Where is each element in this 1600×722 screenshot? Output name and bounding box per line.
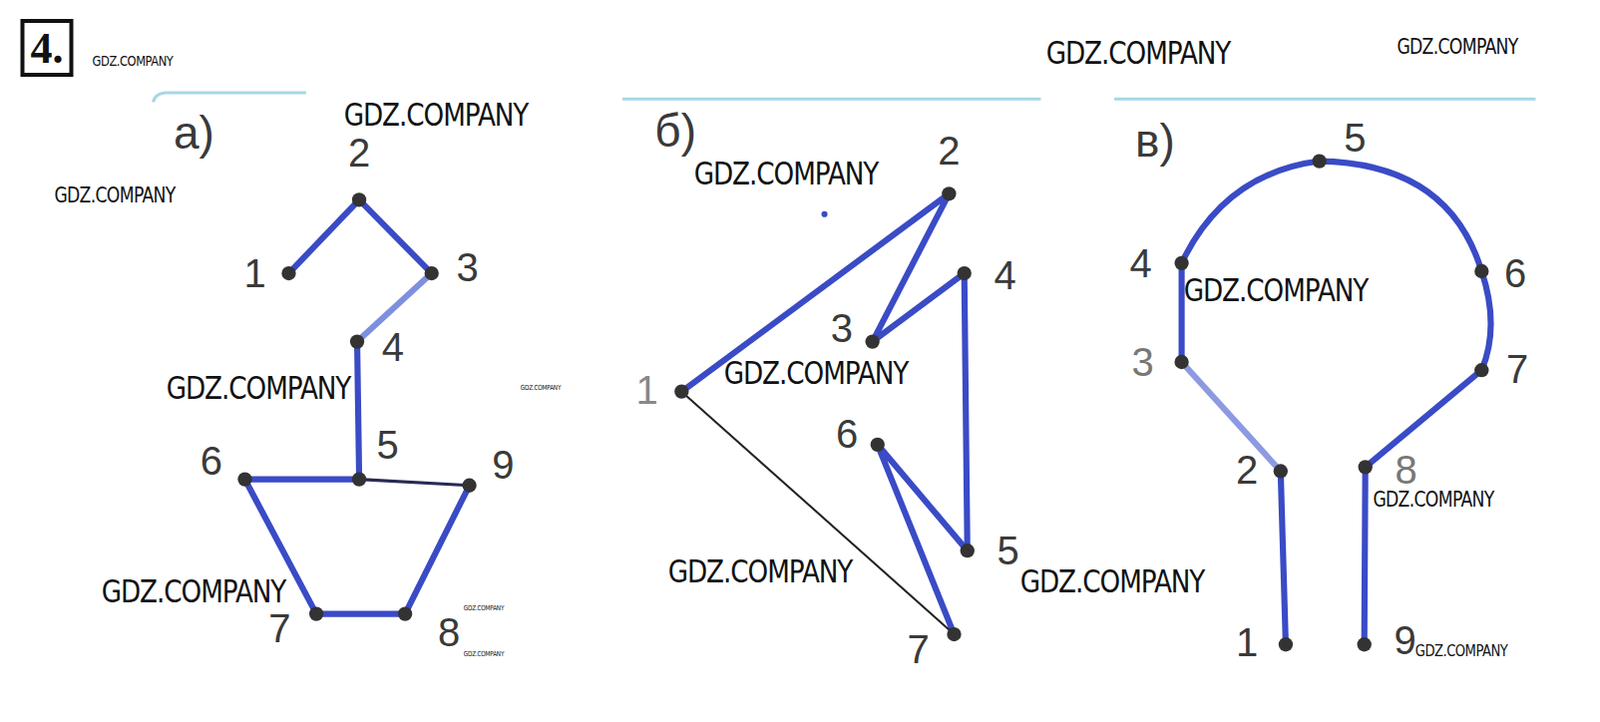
watermark: GDZ.COMPANY: [463, 604, 504, 612]
watermark: GDZ.COMPANY: [693, 157, 878, 190]
watermark: GDZ.COMPANY: [1373, 489, 1495, 511]
panel-letter: а): [173, 109, 215, 156]
watermark: GDZ.COMPANY: [1415, 643, 1508, 660]
watermark: GDZ.COMPANY: [668, 555, 853, 588]
panel-letter: б): [654, 107, 697, 154]
point-number: 4: [993, 255, 1016, 296]
point-number: 4: [382, 327, 404, 368]
point-number: 6: [1504, 253, 1527, 294]
watermark: GDZ.COMPANY: [1183, 274, 1368, 307]
watermark: GDZ.COMPANY: [101, 575, 287, 608]
point-number: 9: [1393, 620, 1416, 661]
watermark: GDZ.COMPANY: [1045, 36, 1230, 69]
point-number: 3: [830, 308, 853, 349]
point-number: 6: [200, 440, 223, 481]
point-number: 4: [1130, 243, 1153, 284]
watermark: GDZ.COMPANY: [53, 185, 175, 207]
point-number: 1: [244, 253, 267, 294]
watermark: GDZ.COMPANY: [520, 384, 561, 392]
panel-letter: в): [1135, 117, 1176, 164]
watermark: GDZ.COMPANY: [463, 650, 504, 658]
point-number: 6: [835, 413, 858, 454]
point-number: 5: [1343, 117, 1366, 158]
point-number: 1: [635, 370, 658, 410]
point-number: 9: [491, 444, 514, 485]
dots: [237, 153, 1489, 652]
point-number: 8: [1395, 449, 1418, 490]
point-number: 5: [997, 530, 1020, 571]
watermark: GDZ.COMPANY: [1396, 36, 1518, 58]
point-number: 2: [348, 132, 371, 173]
task-number: 4.: [20, 18, 74, 77]
watermark: GDZ.COMPANY: [92, 53, 174, 68]
point-number: 7: [1506, 349, 1529, 390]
point-number: 2: [937, 130, 960, 171]
point-number: 3: [1132, 342, 1155, 383]
point-number: 5: [377, 424, 400, 465]
watermark: GDZ.COMPANY: [724, 357, 909, 390]
point-number: 1: [1235, 622, 1258, 663]
watermark: GDZ.COMPANY: [1020, 565, 1205, 598]
watermark: GDZ.COMPANY: [343, 98, 528, 131]
point-number: 3: [455, 247, 478, 288]
point-number: 7: [907, 629, 930, 670]
point-number: 7: [268, 608, 291, 649]
point-number: 2: [1235, 449, 1258, 490]
point-number: 8: [437, 612, 460, 653]
watermark: GDZ.COMPANY: [165, 372, 351, 404]
figure-lines: [245, 161, 1492, 646]
